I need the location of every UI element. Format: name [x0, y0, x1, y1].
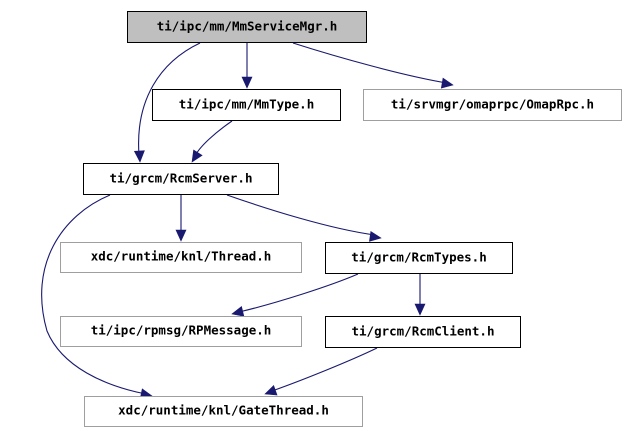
graph-node-gatethread[interactable]: xdc/runtime/knl/GateThread.h [84, 396, 363, 427]
graph-arrowhead-rcmserver-to-rcmtypes [369, 230, 382, 242]
graph-node-rcmclient[interactable]: ti/grcm/RcmClient.h [325, 316, 521, 348]
graph-node-label: ti/grcm/RcmServer.h [109, 170, 253, 186]
graph-node-label: ti/ipc/rpmsg/RPMessage.h [90, 322, 272, 338]
graph-node-rcmserver[interactable]: ti/grcm/RcmServer.h [83, 163, 279, 195]
graph-node-rpmessage[interactable]: ti/ipc/rpmsg/RPMessage.h [60, 316, 302, 347]
graph-arrowhead-mmservicemgr-to-mmtype [241, 76, 253, 89]
graph-node-label: ti/srvmgr/omaprpc/OmapRpc.h [390, 96, 595, 112]
graph-edge-rcmserver-to-rcmtypes [226, 194, 376, 236]
graph-edge-rcmtypes-to-rpmessage [238, 273, 359, 313]
graph-node-omaprpc[interactable]: ti/srvmgr/omaprpc/OmapRpc.h [363, 89, 622, 121]
graph-node-label: ti/ipc/mm/MmType.h [178, 96, 315, 112]
graph-arrowhead-mmservicemgr-to-rcmserver [133, 150, 145, 163]
graph-arrowhead-rcmclient-to-gatethread [264, 385, 278, 396]
graph-edge-mmtype-to-rcmserver [194, 120, 233, 157]
graph-edge-mmservicemgr-to-omaprpc [292, 42, 448, 84]
graph-node-label: xdc/runtime/knl/GateThread.h [118, 402, 329, 418]
graph-arrowhead-mmservicemgr-to-omaprpc [440, 77, 454, 89]
graph-node-mmtype[interactable]: ti/ipc/mm/MmType.h [152, 89, 341, 121]
graph-node-thread[interactable]: xdc/runtime/knl/Thread.h [60, 242, 302, 273]
graph-node-label: ti/grcm/RcmClient.h [351, 323, 495, 339]
graph-node-label: xdc/runtime/knl/Thread.h [90, 248, 272, 264]
graph-node-label: ti/grcm/RcmTypes.h [351, 249, 487, 265]
graph-node-rcmtypes[interactable]: ti/grcm/RcmTypes.h [325, 242, 513, 274]
graph-edge-rcmserver-to-gatethread [41, 194, 147, 395]
graph-arrowhead-mmtype-to-rcmserver [191, 149, 203, 163]
graph-edge-rcmclient-to-gatethread [271, 347, 378, 392]
graph-node-label: ti/ipc/mm/MmServiceMgr.h [156, 18, 338, 34]
graph-arrowhead-rcmtypes-to-rcmclient [414, 303, 426, 316]
graph-arrowhead-rcmserver-to-thread [175, 229, 187, 242]
graph-arrowhead-rcmtypes-to-rpmessage [231, 306, 245, 317]
graph-node-mmservicemgr[interactable]: ti/ipc/mm/MmServiceMgr.h [127, 11, 367, 43]
